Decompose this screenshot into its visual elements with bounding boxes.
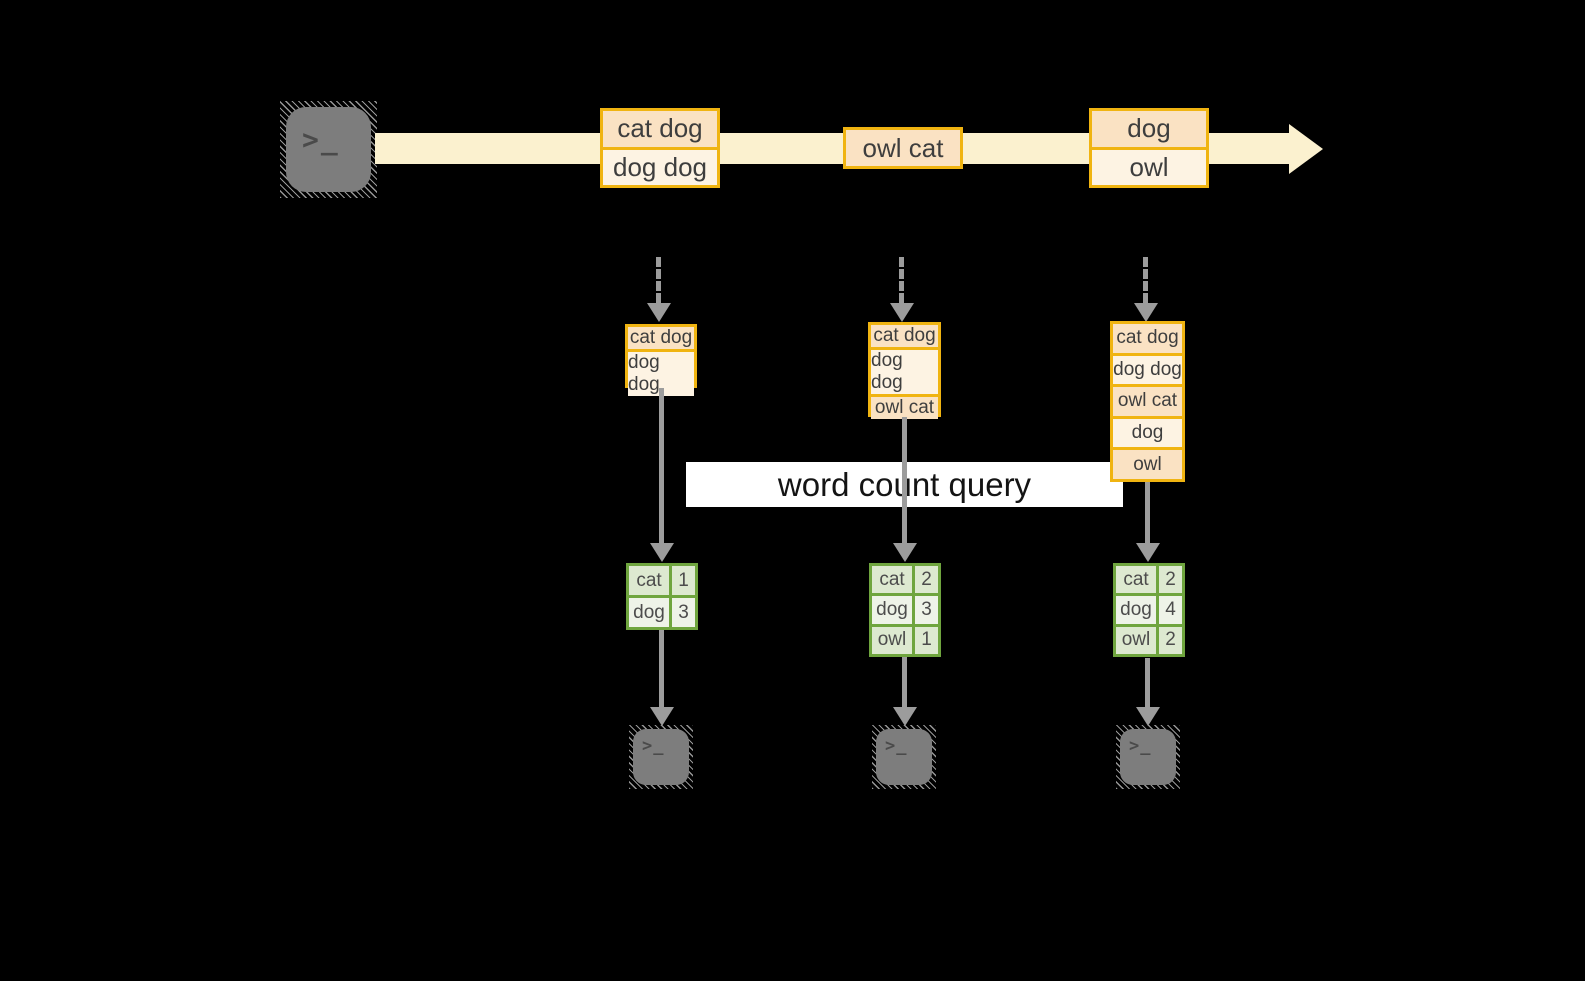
buffer-stack: cat dog dog dog owl cat	[868, 322, 941, 419]
count-table: cat 2 dog 4 owl 2	[1113, 563, 1185, 657]
count-table: cat 1 dog 3	[626, 563, 698, 630]
sink-arrow	[659, 630, 664, 707]
arrow-head-icon	[893, 543, 917, 562]
stream-record: dog owl	[1089, 108, 1209, 188]
word-cell: dog	[629, 598, 669, 627]
arrow-head-icon	[1136, 543, 1160, 562]
word-cell: cat	[872, 566, 912, 594]
stream-record: owl cat	[843, 127, 963, 169]
count-row: cat 2	[872, 566, 938, 594]
terminal-prompt-glyph: >_	[302, 123, 340, 156]
stream-record-cell: owl	[1092, 149, 1206, 185]
buffer-cell: dog	[1113, 418, 1182, 448]
word-cell: dog	[1116, 596, 1156, 624]
buffer-cell: owl	[1113, 450, 1182, 479]
count-cell: 1	[672, 566, 695, 595]
word-cell: cat	[1116, 566, 1156, 594]
buffer-cell: dog dog	[871, 350, 938, 394]
arrow-head-icon	[890, 303, 914, 322]
word-cell: owl	[1116, 626, 1156, 654]
count-row: dog 4	[1116, 596, 1182, 624]
dashed-arrow	[899, 257, 904, 303]
terminal-prompt-glyph: >_	[1129, 736, 1152, 756]
connector-arrow	[659, 388, 664, 543]
terminal-body	[876, 729, 932, 785]
stream-record-cell: cat dog	[603, 111, 717, 147]
arrow-head-icon	[893, 707, 917, 726]
arrow-head-icon	[650, 543, 674, 562]
count-cell: 2	[915, 566, 938, 594]
count-cell: 3	[672, 598, 695, 627]
arrow-head-icon	[647, 303, 671, 322]
stream-record-cell: dog	[1092, 111, 1206, 147]
buffer-cell: cat dog	[871, 325, 938, 347]
count-row: cat 2	[1116, 566, 1182, 594]
count-row: dog 3	[872, 596, 938, 624]
connector-arrow	[902, 417, 907, 543]
buffer-cell: owl cat	[1113, 387, 1182, 416]
arrow-head-icon	[650, 707, 674, 726]
stream-record: cat dog dog dog	[600, 108, 720, 188]
connector-arrow	[1145, 482, 1150, 543]
buffer-cell: dog dog	[628, 352, 694, 396]
count-cell: 4	[1159, 596, 1182, 624]
buffer-cell: owl cat	[871, 397, 938, 419]
count-row: owl 1	[872, 626, 938, 654]
terminal-prompt-glyph: >_	[885, 736, 908, 756]
word-cell: cat	[629, 566, 669, 595]
buffer-cell: cat dog	[1113, 324, 1182, 353]
sink-arrow	[1145, 658, 1150, 707]
count-cell: 2	[1159, 566, 1182, 594]
sink-terminal-icon: >_	[629, 725, 693, 789]
terminal-body	[1120, 729, 1176, 785]
count-cell: 3	[915, 596, 938, 624]
buffer-stack: cat dog dog dog owl cat dog owl	[1110, 321, 1185, 482]
word-cell: dog	[872, 596, 912, 624]
count-row: dog 3	[629, 598, 695, 627]
sink-terminal-icon: >_	[872, 725, 936, 789]
stream-record-cell: dog dog	[603, 149, 717, 185]
terminal-body	[286, 107, 371, 192]
count-row: owl 2	[1116, 626, 1182, 654]
sink-terminal-icon: >_	[1116, 725, 1180, 789]
stream-arrow-head	[1289, 124, 1323, 174]
arrow-head-icon	[1134, 303, 1158, 322]
terminal-body	[633, 729, 689, 785]
count-row: cat 1	[629, 566, 695, 595]
stream-record-cell: owl cat	[846, 130, 960, 166]
buffer-cell: cat dog	[628, 327, 694, 349]
terminal-prompt-glyph: >_	[642, 736, 665, 756]
sink-arrow	[902, 657, 907, 707]
source-terminal-icon: >_	[280, 101, 377, 198]
dashed-arrow	[1143, 257, 1148, 303]
count-table: cat 2 dog 3 owl 1	[869, 563, 941, 657]
buffer-stack: cat dog dog dog	[625, 324, 697, 396]
dashed-arrow	[656, 257, 661, 303]
word-cell: owl	[872, 626, 912, 654]
count-cell: 2	[1159, 626, 1182, 654]
count-cell: 1	[915, 626, 938, 654]
buffer-cell: dog dog	[1113, 355, 1182, 385]
arrow-head-icon	[1136, 707, 1160, 726]
